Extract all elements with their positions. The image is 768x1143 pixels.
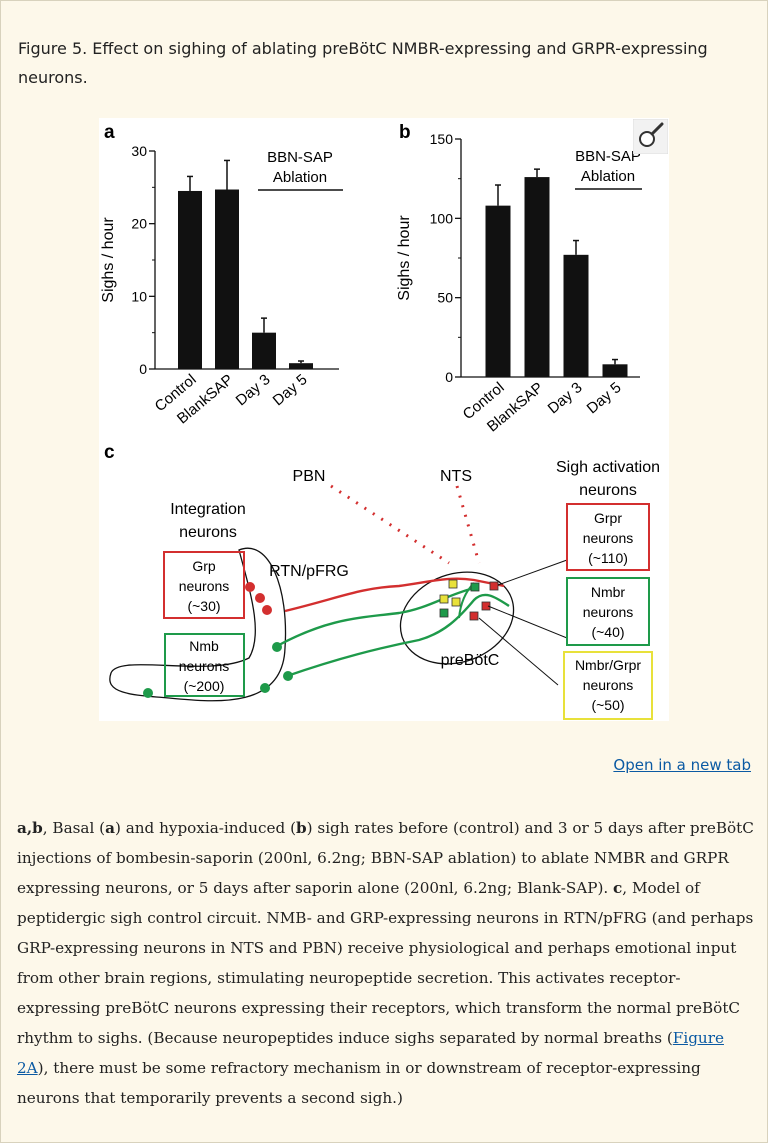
- y-tick-label: 50: [437, 290, 453, 306]
- prebotc-label: preBötC: [441, 652, 500, 669]
- y-tick-label: 0: [139, 361, 147, 377]
- nmbr-neuron: [470, 582, 480, 592]
- nmbr-neuron: [439, 608, 449, 618]
- nmbr-box-line3: (~40): [591, 624, 624, 640]
- caption-bold-a: a: [105, 819, 115, 837]
- y-tick-label: 20: [131, 216, 147, 232]
- panel-label-b: b: [399, 122, 411, 143]
- nmbr-grpr-box-line3: (~50): [591, 697, 624, 713]
- grp-cell: [262, 605, 272, 615]
- y-axis-label: Sighs / hour: [100, 217, 117, 303]
- annotation-line1: BBN-SAP: [575, 148, 641, 165]
- x-tick-label: Day 3: [545, 379, 586, 417]
- nmb-box-line1: Nmb: [189, 638, 219, 654]
- grpr-box: [566, 503, 650, 571]
- grpr-neuron: [489, 581, 499, 591]
- caption-text: ), there must be some refractory mechani…: [17, 1059, 701, 1107]
- nts-label: NTS: [440, 468, 472, 485]
- nmb-cell: [272, 642, 282, 652]
- y-tick-label: 0: [445, 369, 453, 385]
- nmb-box-line2: neurons: [179, 658, 230, 674]
- integration-label-line2: neurons: [179, 524, 237, 541]
- bar: [485, 205, 511, 377]
- figure-title: Figure 5. Effect on sighing of ablating …: [18, 39, 708, 87]
- grp-cell: [255, 593, 265, 603]
- rtn-label: RTN/pFRG: [269, 563, 349, 580]
- grp-box: [163, 551, 245, 619]
- grpr-neuron: [481, 601, 491, 611]
- nmb-axon-2: [286, 593, 510, 678]
- sigh-activation-label-line1: Sigh activation: [556, 459, 660, 476]
- bar: [252, 332, 276, 369]
- nmbr-grpr-neuron: [439, 594, 449, 604]
- grpr-box-line2: neurons: [583, 530, 634, 546]
- x-tick-label: Day 3: [233, 371, 274, 409]
- nmbr-box-line2: neurons: [583, 604, 634, 620]
- sigh-activation-label-line2: neurons: [579, 482, 637, 499]
- annotation-line2: Ablation: [581, 168, 635, 185]
- panel-label-c: c: [104, 442, 115, 463]
- nmb-box-line3: (~200): [184, 678, 225, 694]
- nmbr-grpr-neuron: [448, 579, 458, 589]
- caption-bold-b: b: [296, 819, 307, 837]
- nmb-box: [164, 633, 245, 697]
- y-tick-label: 10: [131, 288, 147, 304]
- nmb-cell: [260, 683, 270, 693]
- grpr-neuron: [469, 611, 479, 621]
- y-tick-label: 30: [131, 143, 147, 159]
- figure-caption: a,b, Basal (a) and hypoxia-induced (b) s…: [17, 813, 755, 1113]
- pbn-dotted-line: [330, 484, 450, 565]
- y-tick-label: 150: [430, 131, 454, 147]
- grp-box-line2: neurons: [179, 578, 230, 594]
- open-in-new-tab-link[interactable]: Open in a new tab: [613, 756, 751, 774]
- nmbr-grpr-box-line1: Nmbr/Grpr: [575, 657, 641, 673]
- grpr-leader: [497, 559, 568, 586]
- grpr-box-line1: Grpr: [594, 510, 622, 526]
- caption-text: , Basal (: [42, 819, 106, 837]
- y-tick-label: 100: [430, 210, 454, 226]
- panel-label-a: a: [104, 122, 115, 143]
- caption-text: , Model of peptidergic sigh control circ…: [17, 879, 754, 1047]
- bar: [563, 254, 589, 377]
- bar: [178, 190, 202, 369]
- y-axis-label: Sighs / hour: [396, 215, 413, 301]
- nts-dotted-line: [455, 485, 481, 564]
- circuit-diagram: c PBN NTS Integration neurons Sigh activ…: [104, 442, 660, 720]
- caption-text: ) and hypoxia-induced (: [114, 819, 297, 837]
- caption-bold-c: c: [613, 879, 623, 897]
- rtn-pfrg-outline: [109, 547, 287, 702]
- nmbr-grpr-box: [563, 651, 653, 720]
- bar: [289, 363, 313, 369]
- bar: [215, 189, 239, 369]
- caption-bold-ab: a,b: [17, 819, 43, 837]
- grp-box-line1: Grp: [192, 558, 216, 574]
- zoom-icon[interactable]: [632, 118, 669, 155]
- prebotc-outline: [399, 571, 515, 665]
- annotation-line2: Ablation: [273, 169, 327, 186]
- x-tick-label: Day 5: [270, 371, 311, 409]
- nmb-cell: [283, 671, 293, 681]
- bar: [524, 177, 550, 377]
- nmbr-grpr-leader: [478, 617, 559, 686]
- nmbr-grpr-box-line2: neurons: [583, 677, 634, 693]
- pbn-label: PBN: [293, 468, 326, 485]
- grp-box-line3: (~30): [187, 598, 220, 614]
- bar: [602, 364, 628, 377]
- caption-text: ) sigh rates before (control) and 3 or 5…: [17, 819, 754, 897]
- nmbr-box: [566, 577, 650, 646]
- nmbr-leader: [487, 605, 568, 639]
- grpr-box-line3: (~110): [588, 550, 628, 566]
- nmbr-box-line1: Nmbr: [591, 584, 626, 600]
- figure-2a-link[interactable]: Figure 2A: [17, 1029, 724, 1077]
- nmbr-grpr-neuron: [451, 597, 461, 607]
- nmb-cell: [143, 688, 153, 698]
- integration-label-line1: Integration: [170, 501, 246, 518]
- grp-cell: [245, 582, 255, 592]
- x-tick-label: Day 5: [584, 379, 625, 417]
- annotation-line1: BBN-SAP: [267, 149, 333, 166]
